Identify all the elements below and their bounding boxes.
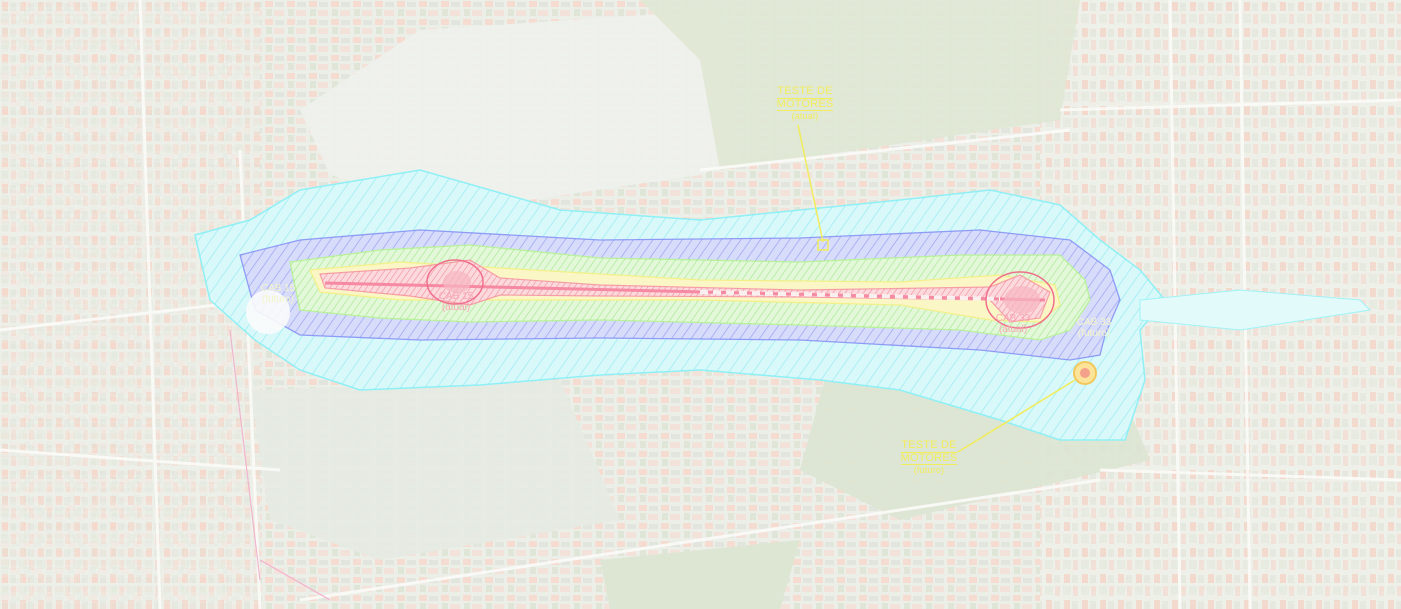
run-up-core-west [443, 271, 471, 293]
label-cab-33-future-line2: (futuro) [1077, 327, 1111, 339]
label-cab-15-future-line2: (futuro) [261, 293, 295, 305]
label-cab-15-future: CAB 15 (futuro) [256, 283, 300, 305]
label-engine-test-future-line3: (futuro) [913, 465, 945, 476]
airport-facility-area [300, 10, 740, 210]
label-engine-test-current-line3: (atual) [791, 111, 819, 122]
label-engine-test-current-line1: TESTE DE [777, 85, 833, 99]
label-engine-test-future: TESTE DE MOTORES (futuro) [893, 439, 965, 477]
label-engine-test-future-line1: TESTE DE [901, 439, 957, 453]
run-up-core-east [1004, 286, 1040, 314]
runway-markings [699, 290, 1001, 301]
green-area-south-west [600, 540, 800, 609]
airport-fence-west [229, 329, 261, 581]
run-up-area-west [426, 259, 484, 305]
leader-line-current [797, 124, 824, 243]
label-cab-15-current: CAB 15 (atual) [432, 291, 480, 313]
label-cab-33-future-line1: CAB 33 [1076, 317, 1112, 328]
label-cab-15-future-line1: CAB 15 [260, 283, 296, 294]
green-area-north [640, 0, 1080, 170]
leader-line-future [957, 379, 1076, 453]
label-cab-33-current-line1: CAB 33 [995, 313, 1031, 324]
label-cab-33-current: CAB 33 (atual) [990, 313, 1036, 335]
label-engine-test-current: TESTE DE MOTORES (atual) [775, 85, 835, 123]
label-cab-15-current-line1: CAB 15 [438, 291, 474, 302]
contour-zone-outer-tail [1139, 289, 1372, 331]
run-up-area-east [985, 271, 1055, 329]
label-engine-test-future-line2: MOTORES [900, 451, 958, 466]
round-tank [246, 290, 290, 334]
label-cab-15-current-line2: (atual) [441, 301, 471, 313]
label-cab-33-future: CAB 33 (futuro) [1072, 317, 1116, 339]
airport-apron-south [250, 380, 620, 560]
engine-test-site-future-core [1080, 368, 1090, 378]
label-engine-test-current-line2: MOTORES [776, 97, 834, 112]
boundary-line [259, 559, 331, 601]
label-cab-33-current-line2: (atual) [998, 323, 1028, 335]
